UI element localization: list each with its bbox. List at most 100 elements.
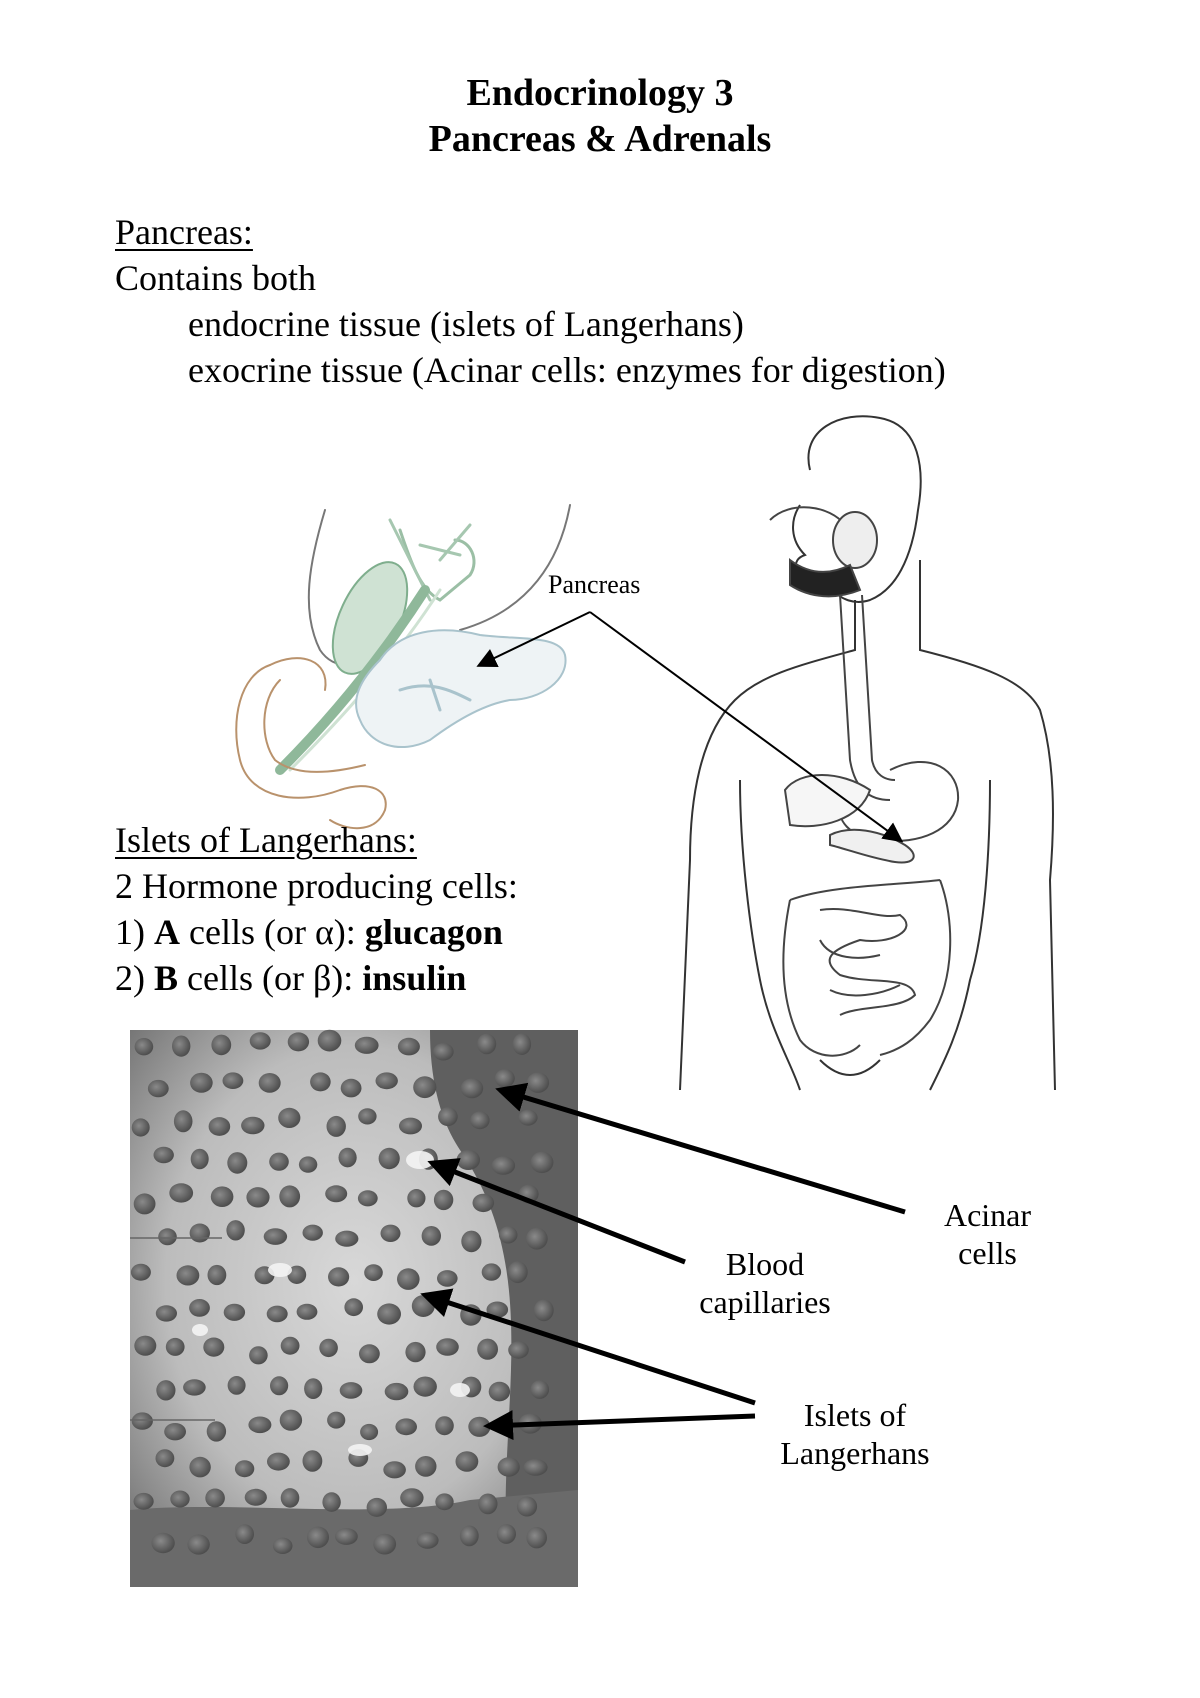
item-1-number: 1) <box>115 912 154 952</box>
cell-nucleus <box>272 1537 293 1554</box>
cell-nucleus <box>325 1185 348 1203</box>
item-2-cell: B <box>154 958 179 998</box>
cell-nucleus <box>156 1380 176 1401</box>
cell-nucleus <box>187 1534 210 1555</box>
cell-nucleus <box>203 1337 225 1357</box>
cell-nucleus <box>208 1117 231 1136</box>
cell-nucleus <box>319 1338 338 1358</box>
cell-nucleus <box>172 1035 191 1057</box>
cell-nucleus <box>244 1488 267 1506</box>
cell-nucleus <box>133 1193 156 1215</box>
blood-label-line-2: capillaries <box>699 1284 831 1320</box>
cell-nucleus <box>164 1423 186 1441</box>
cell-nucleus <box>266 1305 288 1323</box>
islets-item-2: 2) B cells (or β): insulin <box>115 956 466 1001</box>
cell-nucleus <box>488 1381 511 1402</box>
cell-nucleus <box>395 1418 418 1436</box>
cell-nucleus <box>322 1492 341 1512</box>
cell-nucleus <box>304 1378 323 1399</box>
cell-nucleus <box>235 1524 254 1544</box>
cell-nucleus <box>335 1528 358 1545</box>
cell-nucleus <box>317 1029 342 1052</box>
digestive-tract <box>769 506 960 1057</box>
pancreas-line-3: exocrine tissue (Acinar cells: enzymes f… <box>188 350 946 390</box>
cell-nucleus <box>340 1078 362 1098</box>
acinar-cells-label: Acinar cells <box>905 1196 1070 1272</box>
cell-nucleus <box>134 1335 157 1356</box>
cell-nucleus <box>518 1109 538 1126</box>
pancreas-line-1: Contains both <box>115 258 317 298</box>
cell-nucleus <box>302 1450 323 1472</box>
islets-label-line-2: Langerhans <box>780 1435 930 1471</box>
cell-nucleus <box>507 1261 528 1284</box>
pancreas-line-2: endocrine tissue (islets of Langerhans) <box>188 304 744 344</box>
cell-nucleus <box>176 1265 200 1286</box>
cell-nucleus <box>384 1382 409 1401</box>
cell-nucleus <box>302 1224 323 1241</box>
cell-nucleus <box>153 1146 174 1164</box>
acinar-label-line-2: cells <box>958 1235 1017 1271</box>
cell-nucleus <box>270 1376 289 1396</box>
item-2-number: 2) <box>115 958 154 998</box>
cell-nucleus <box>211 1034 232 1056</box>
cell-nucleus <box>399 1117 422 1135</box>
cell-nucleus <box>134 1038 154 1056</box>
item-2-text: cells (or β): <box>178 958 363 998</box>
islets-line-1: 2 Hormone producing cells: <box>115 866 518 906</box>
cell-nucleus <box>478 1493 498 1515</box>
cell-nucleus <box>131 1412 153 1430</box>
cell-nucleus <box>155 1305 177 1322</box>
cell-nucleus <box>310 1072 331 1092</box>
cell-nucleus <box>380 1224 401 1242</box>
cell-nucleus <box>205 1488 225 1508</box>
cell-nucleus <box>344 1298 363 1317</box>
cell-nucleus <box>249 1346 268 1365</box>
cell-nucleus <box>165 1337 185 1356</box>
cell-nucleus <box>400 1488 424 1508</box>
cell-nucleus <box>246 1187 270 1208</box>
cell-nucleus <box>190 1072 213 1093</box>
cell-nucleus <box>523 1459 548 1476</box>
cell-nucleus <box>477 1033 497 1055</box>
cell-nucleus <box>481 1263 502 1281</box>
cell-nucleus <box>248 1416 272 1434</box>
cell-nucleus <box>170 1490 190 1508</box>
cell-nucleus <box>421 1226 441 1246</box>
cell-nucleus <box>435 1416 454 1436</box>
cell-nucleus <box>383 1461 406 1479</box>
islets-heading: Islets of Langerhans: <box>115 820 417 860</box>
cell-nucleus <box>415 1456 437 1477</box>
item-1-cell: A <box>154 912 180 952</box>
cell-nucleus <box>338 1147 357 1168</box>
acinar-label-line-1: Acinar <box>943 1197 1032 1233</box>
islets-label-line-1: Islets of <box>803 1397 907 1433</box>
cell-nucleus <box>287 1032 310 1052</box>
pancreas-figure-label: Pancreas <box>548 570 641 599</box>
cell-nucleus <box>472 1193 495 1213</box>
cell-nucleus <box>298 1156 318 1173</box>
cell-nucleus <box>279 1185 301 1208</box>
cell-nucleus <box>397 1037 420 1056</box>
cell-nucleus <box>226 1220 245 1241</box>
cell-nucleus <box>267 1452 290 1471</box>
cell-nucleus <box>183 1379 206 1396</box>
cell-nucleus <box>455 1451 479 1472</box>
cell-nucleus <box>357 1190 378 1207</box>
cell-nucleus <box>366 1497 387 1517</box>
page-subtitle: Pancreas & Adrenals <box>428 118 772 160</box>
cell-nucleus <box>227 1376 246 1395</box>
cell-nucleus <box>210 1186 234 1207</box>
cell-nucleus <box>222 1072 244 1089</box>
cell-nucleus <box>206 1421 227 1442</box>
islets-of-langerhans-label: Islets of Langerhans <box>760 1396 950 1472</box>
cell-nucleus <box>354 1036 379 1054</box>
blood-capillaries-label: Blood capillaries <box>680 1245 850 1321</box>
cell-nucleus <box>263 1228 288 1245</box>
cell-nucleus <box>498 1226 518 1244</box>
cell-nucleus <box>416 1532 439 1549</box>
cell-nucleus <box>526 1072 550 1093</box>
cell-nucleus <box>278 1107 301 1128</box>
cell-nucleus <box>327 1411 346 1429</box>
cell-nucleus <box>207 1264 227 1286</box>
